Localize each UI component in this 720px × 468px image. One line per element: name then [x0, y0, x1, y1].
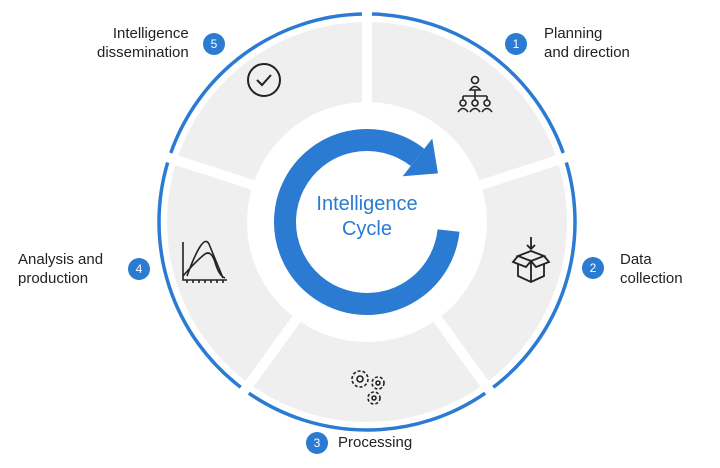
step-label-1: Planning and direction	[544, 24, 630, 62]
step-badge-2: 2	[582, 257, 604, 279]
cycle-arrow-ring	[274, 129, 460, 315]
step-5-line-2: dissemination	[97, 44, 189, 61]
cycle-arc-5	[169, 12, 363, 154]
cycle-arc-1	[371, 12, 565, 154]
step-1-line-2: and direction	[544, 44, 630, 61]
cycle-segment-2	[441, 164, 568, 381]
step-badge-4: 4	[128, 258, 150, 280]
cycle-segment-5	[178, 22, 362, 181]
cycle-arc-4	[157, 161, 242, 389]
step-1-line-1: Planning	[544, 25, 603, 42]
step-3-line-1: Processing	[338, 434, 413, 451]
step-label-5: Intelligence dissemination	[97, 24, 189, 62]
cycle-segment-4	[166, 164, 293, 381]
step-badge-3: 3	[306, 432, 328, 454]
cycle-segment-1	[372, 22, 556, 181]
title-line-1: Intelligence	[316, 193, 418, 215]
step-label-3: Processing	[338, 433, 412, 452]
step-2-line-1: Data	[620, 251, 652, 268]
step-label-2: Data collection	[620, 250, 683, 288]
step-badge-5: 5	[203, 33, 225, 55]
box-download-icon	[511, 237, 551, 283]
gears-icon	[351, 370, 385, 405]
cycle-segment-3	[253, 321, 481, 422]
step-label-4: Analysis and production	[18, 250, 103, 288]
title-line-2: Cycle	[341, 218, 392, 240]
step-badge-1: 1	[505, 33, 527, 55]
step-4-line-1: Analysis and	[18, 251, 104, 268]
step-5-line-1: Intelligence	[112, 25, 189, 42]
step-2-line-2: collection	[620, 270, 683, 287]
org-chart-icon	[457, 75, 493, 113]
cycle-title: Intelligence Cycle	[287, 192, 447, 242]
cycle-arrow-head	[402, 138, 438, 177]
check-circle-icon	[247, 63, 281, 97]
cycle-arc-3	[247, 391, 487, 432]
step-4-line-2: production	[18, 270, 89, 287]
distribution-chart-icon	[182, 240, 227, 283]
cycle-arc-2	[492, 161, 577, 389]
